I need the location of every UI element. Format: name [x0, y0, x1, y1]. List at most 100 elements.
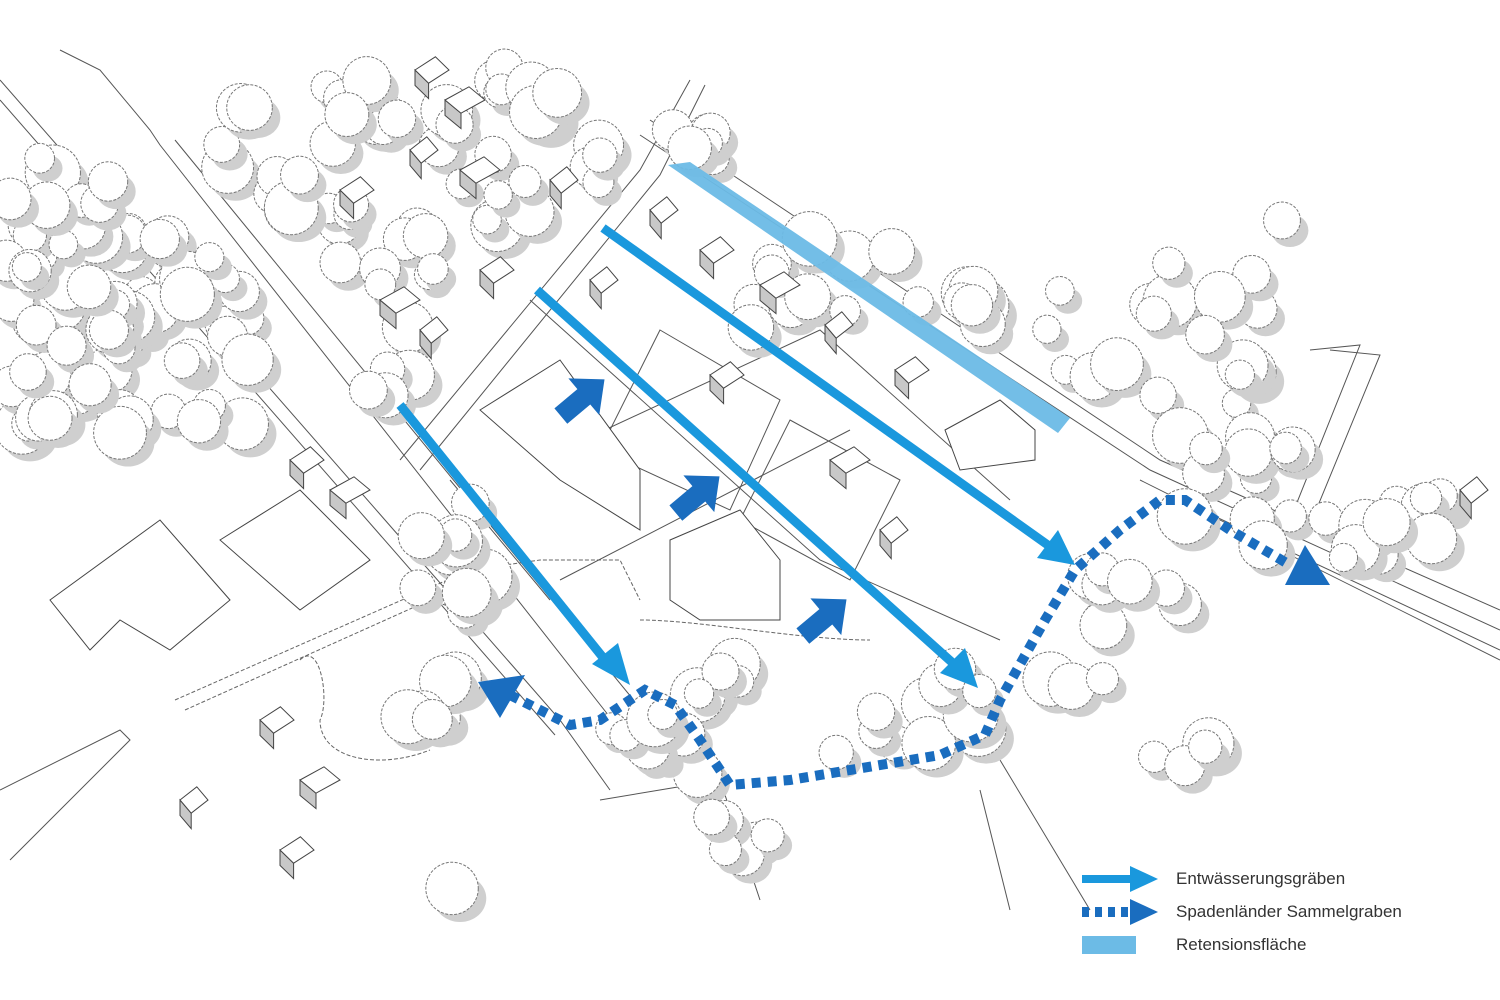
building-roof [479, 256, 515, 284]
tree [1409, 481, 1443, 515]
tree [324, 92, 370, 137]
drainage-ditch-1 [396, 402, 630, 685]
tree [417, 253, 449, 285]
tree [483, 180, 513, 210]
legend-label: Spadenländer Sammelgraben [1176, 901, 1402, 921]
building-roof [879, 516, 909, 544]
drainage-ditch-2 [533, 286, 978, 688]
building-block [479, 359, 641, 531]
tree [1032, 314, 1062, 344]
tree [1047, 662, 1096, 710]
tree [1328, 542, 1359, 573]
tree [1238, 520, 1288, 570]
legend-item-collector-ditch: Spadenländer Sammelgraben [1080, 895, 1460, 928]
building-roof [339, 176, 375, 204]
tree [93, 405, 147, 460]
tree [226, 84, 273, 131]
building-roof [829, 446, 871, 474]
tree [27, 395, 73, 441]
building-roof [289, 446, 325, 474]
tree [701, 652, 740, 691]
tree [163, 342, 201, 379]
tree [856, 692, 896, 731]
buildings [49, 56, 1489, 880]
solid-arrow-icon [1082, 865, 1158, 892]
filled-rect-icon [1082, 935, 1136, 954]
tree [15, 304, 57, 346]
building-roof [709, 361, 745, 389]
tree [1362, 498, 1411, 547]
tree [24, 142, 56, 174]
building-block [669, 509, 781, 621]
building-roof [279, 836, 315, 864]
tree [693, 798, 730, 836]
drainage-ditch-arrowhead [592, 643, 630, 685]
tree [472, 204, 502, 235]
tree [221, 333, 274, 386]
tree [1085, 662, 1119, 696]
tree [1045, 276, 1075, 306]
flow-arrow-1 [554, 378, 605, 424]
tree [9, 353, 47, 391]
building-roof [409, 136, 439, 164]
tree [1308, 501, 1343, 536]
tree [950, 284, 994, 327]
building-block [49, 519, 231, 651]
tree-clusters [0, 48, 1471, 923]
building-roof [894, 356, 930, 384]
drainage-ditch-3 [600, 224, 1075, 565]
tree [508, 164, 542, 198]
tree [0, 177, 32, 221]
building-roof [419, 316, 449, 344]
tree [1189, 431, 1223, 466]
flow-arrow-2 [669, 475, 720, 521]
building-roof [1459, 476, 1489, 504]
building-roof [414, 56, 450, 84]
legend-label: Entwässerungsgräben [1176, 868, 1346, 888]
tree [441, 567, 492, 618]
tree [1193, 270, 1246, 323]
tree [1232, 254, 1271, 294]
tree [750, 818, 785, 853]
tree [68, 363, 112, 407]
tree [402, 213, 449, 259]
building-roof [329, 476, 371, 504]
drainage-ditch-arrowhead [940, 648, 978, 688]
dotted-arrow-icon [1082, 898, 1158, 925]
building-roof [259, 706, 295, 734]
building-roof [549, 166, 579, 194]
building-block [219, 489, 371, 611]
tree [1263, 201, 1301, 240]
retention-area [668, 162, 1070, 433]
collector-ditch [478, 495, 1330, 791]
drainage-ditch-arrowhead [1037, 530, 1075, 565]
legend-item-retention-area: Retensionsfläche [1080, 928, 1460, 961]
legend: Entwässerungsgräben Spadenländer Sammelg… [1080, 862, 1460, 961]
tree [11, 252, 42, 282]
tree [1090, 337, 1144, 391]
drainage-ditches [396, 224, 1075, 688]
tree [1152, 246, 1186, 280]
tree [1224, 359, 1255, 390]
building-roof [179, 786, 209, 814]
tree [139, 218, 180, 260]
tree [1185, 314, 1225, 355]
tree [280, 155, 319, 195]
tree [425, 861, 479, 916]
building-roof [824, 311, 854, 339]
tree [87, 161, 129, 202]
building-roof [459, 156, 501, 184]
tree [399, 569, 437, 607]
tree [203, 126, 241, 163]
tree [159, 266, 215, 322]
tree [1107, 558, 1153, 605]
tree [194, 242, 225, 273]
building-roof [299, 766, 341, 794]
tree [532, 68, 583, 118]
tree [1139, 376, 1177, 414]
tree [868, 228, 915, 275]
tree [319, 241, 362, 284]
building-block [944, 399, 1036, 471]
collector-ditch-arrowhead-west [478, 675, 525, 718]
road-network [0, 49, 1500, 911]
